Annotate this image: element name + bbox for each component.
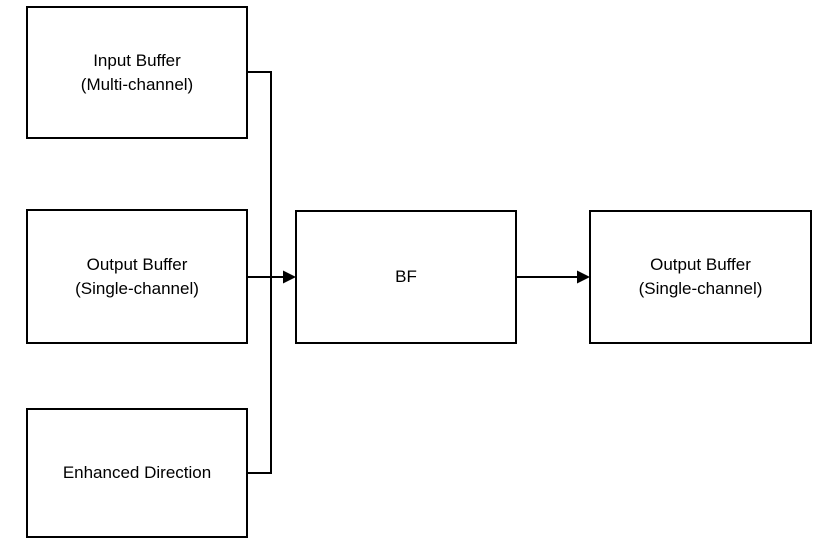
node-output-buffer-single-channel-right: Output Buffer (Single-channel) (589, 210, 812, 344)
node-label: Output Buffer (86, 254, 188, 274)
node-label: (Single-channel) (638, 279, 763, 298)
node-input-buffer: Input Buffer (Multi-channel) (26, 6, 248, 139)
node-label: (Single-channel) (75, 278, 199, 298)
node-output-buffer-single-channel-left: Output Buffer (Single-channel) (26, 209, 248, 344)
node-enhanced-direction: Enhanced Direction (26, 408, 248, 538)
node-label: Output Buffer (650, 255, 751, 274)
node-bf: BF (295, 210, 517, 344)
arrowhead-into-output (577, 270, 590, 284)
node-label: (Multi-channel) (80, 74, 194, 94)
node-label: Enhanced Direction (62, 463, 212, 482)
connector-trunk (246, 71, 272, 474)
node-label: BF (395, 267, 417, 286)
arrowhead-into-bf (283, 270, 296, 284)
node-label: Input Buffer (93, 50, 181, 70)
